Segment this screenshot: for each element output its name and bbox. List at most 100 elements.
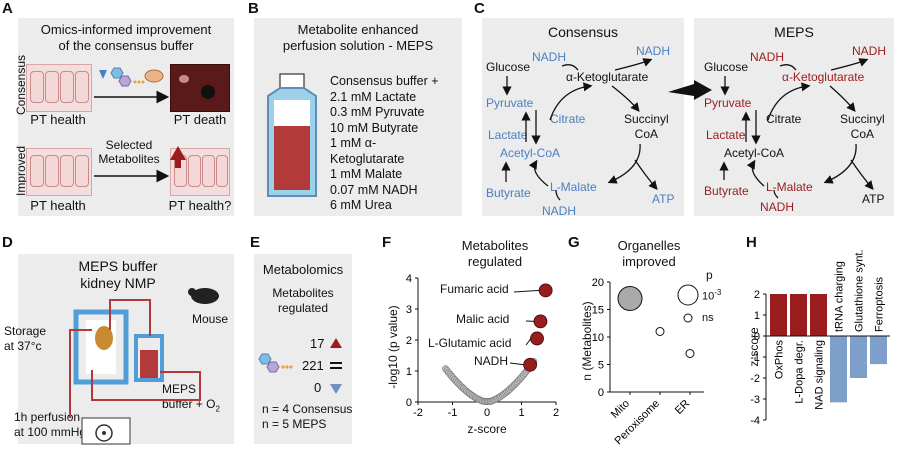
- node-akg: α-Ketoglutarate: [566, 70, 649, 84]
- big-arrow-right: [668, 80, 712, 100]
- node-atp: ATP: [862, 192, 885, 206]
- meps-line: Ketoglutarate: [330, 151, 405, 166]
- y-tick-label: 1: [406, 366, 412, 378]
- node-nadh: NADH: [760, 200, 795, 214]
- node-nadh: NADH: [750, 50, 785, 64]
- bar: [850, 336, 867, 378]
- meps-line: 6 mM Urea: [330, 198, 392, 212]
- label-pt-health-question: PT health?: [168, 198, 232, 213]
- panel-e: [254, 254, 352, 444]
- y-tick-label: 4: [406, 273, 412, 285]
- node-butyrate: Butyrate: [704, 184, 749, 198]
- volcano-label: NADH: [474, 354, 509, 368]
- meps-line: Consensus buffer +: [330, 74, 439, 88]
- bar-label: OxPhos: [774, 340, 786, 380]
- leader-line: [525, 338, 532, 346]
- node-atp: ATP: [652, 192, 675, 206]
- panel-label-e: E: [250, 234, 261, 251]
- y-tick-label: 5: [598, 360, 604, 372]
- volcano-label: Malic acid: [456, 312, 510, 326]
- pump: [81, 417, 131, 445]
- legend-ns: ns: [702, 312, 714, 324]
- y-tick-label: 15: [592, 305, 604, 317]
- up-arrow-icon: [330, 338, 342, 348]
- molecule-icon: [258, 353, 272, 365]
- organelle-point: [655, 327, 665, 336]
- volcano-label: Fumaric acid: [440, 282, 509, 296]
- node-acetyl-coa: Acetyl-CoA: [500, 146, 561, 160]
- up-arrow-icon: [170, 146, 186, 168]
- panel-label-c: C: [474, 0, 485, 17]
- y-tick-label: 2: [754, 289, 760, 301]
- meps-line: 10 mM Butyrate: [330, 120, 419, 135]
- bar: [830, 336, 847, 403]
- node-lactate: Lactate: [488, 128, 528, 142]
- y-tick-label: 0: [598, 387, 604, 399]
- y-tick-label: -3: [750, 394, 760, 406]
- node-pyruvate: Pyruvate: [704, 96, 752, 110]
- equals-icon: [330, 362, 342, 364]
- x-tick-label: 2: [553, 407, 559, 419]
- bacteria-icon: [144, 69, 164, 83]
- leader-line: [509, 362, 525, 366]
- node-nadh: NADH: [852, 44, 887, 58]
- node-malate: L-Malate: [550, 180, 597, 194]
- node-nadh: NADH: [636, 44, 671, 58]
- label-mouse: Mouse: [192, 312, 229, 326]
- panel-label-b: B: [248, 0, 259, 17]
- panel-label-d: D: [2, 234, 13, 251]
- bar-label: L-Dopa degr.: [794, 340, 806, 404]
- meps-line: 1 mM Malate: [330, 167, 403, 181]
- organelle-point: [617, 286, 643, 311]
- bar: [770, 294, 787, 336]
- bar-label: Ferroptosis: [874, 276, 886, 332]
- y-tick-label: -4: [750, 415, 760, 427]
- y-tick-label: -2: [750, 373, 760, 385]
- count-up: 17: [310, 336, 325, 351]
- node-nadh: NADH: [542, 204, 577, 218]
- label-pt-death: PT death: [173, 112, 227, 127]
- volcano-xlabel: z-score: [467, 422, 507, 436]
- count-down: 0: [314, 380, 322, 395]
- y-tick-label: 0: [406, 397, 412, 409]
- x-tick-label: 1: [518, 407, 524, 419]
- x-tick-label: -1: [448, 407, 458, 419]
- panel-label-a: A: [2, 0, 13, 17]
- meps-line: 0.3 mM Pyruvate: [330, 105, 425, 119]
- bar-label: Glutathione synt.: [854, 249, 866, 332]
- bar: [810, 294, 827, 336]
- node-lactate: Lactate: [706, 128, 746, 142]
- y-tick-label: 3: [406, 304, 412, 316]
- node-nadh: NADH: [532, 50, 567, 64]
- consensus-title: Consensus: [547, 24, 619, 40]
- node-glucose: Glucose: [486, 60, 531, 74]
- y-tick-label: 2: [406, 335, 412, 347]
- bar-label: NAD signaling: [814, 340, 826, 410]
- organelle-point: [685, 349, 695, 358]
- y-tick-label: 20: [592, 277, 604, 289]
- y-tick-label: -1: [750, 352, 760, 364]
- down-arrow-icon: [330, 384, 342, 394]
- node-acetyl-coa: Acetyl-CoA: [724, 146, 785, 160]
- tissue-healthy-1: [26, 64, 92, 112]
- legend-circle-big: [677, 284, 699, 306]
- meps-line: 2.1 mM Lactate: [330, 89, 417, 104]
- triangle-icon: [99, 70, 107, 79]
- organ-chamber: [73, 309, 129, 385]
- hexagon-molecule-icon: [110, 67, 124, 79]
